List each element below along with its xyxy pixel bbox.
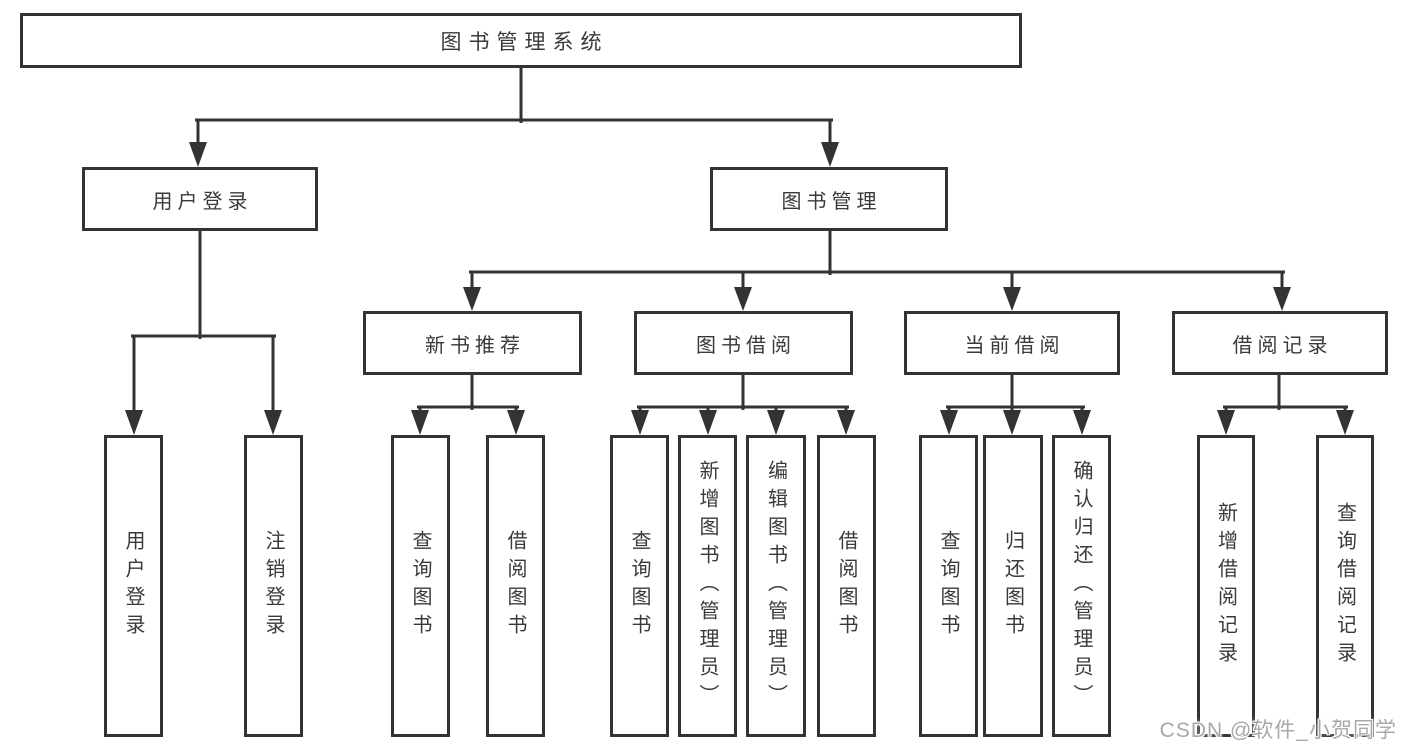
node-label: 查询图书 [628,530,650,642]
node-label: 查询图书 [409,530,431,642]
node-label: 新增借阅记录 [1214,502,1237,670]
node-label: 用户登录 [122,530,144,642]
leaf-logout: 注销登录 [244,435,303,737]
leaf-borrowing-query-books: 查询图书 [610,435,669,737]
node-label: 图书管理系统 [440,30,609,54]
node-new-book-recommend: 新书推荐 [363,311,582,375]
leaf-add-borrow-record: 新增借阅记录 [1197,435,1255,737]
node-label: 确认归还（管理员） [1070,460,1092,712]
leaf-recommend-borrow-books: 借阅图书 [486,435,545,737]
node-label: 新书推荐 [425,334,525,357]
leaf-return-books: 归还图书 [983,435,1043,737]
node-book-borrowing: 图书借阅 [634,311,853,375]
leaf-recommend-query-books: 查询图书 [391,435,450,737]
node-label: 当前借阅 [964,334,1065,357]
node-label: 查询图书 [937,530,959,642]
node-label: 借阅图书 [504,530,526,642]
leaf-current-query-books: 查询图书 [919,435,978,737]
node-label: 借阅记录 [1232,334,1333,357]
leaf-borrowing-borrow-books: 借阅图书 [817,435,876,737]
node-label: 归还图书 [1001,530,1024,642]
node-label: 用户登录 [152,190,253,213]
node-library-system: 图书管理系统 [20,13,1022,68]
leaf-add-books-admin: 新增图书（管理员） [678,435,737,737]
leaf-user-login: 用户登录 [104,435,163,737]
leaf-edit-books-admin: 编辑图书（管理员） [746,435,806,737]
node-label: 图书借阅 [696,334,796,357]
node-label: 图书管理 [781,190,882,213]
node-current-borrowing: 当前借阅 [904,311,1120,375]
csdn-watermark: CSDN @软件_小贺同学 [1159,719,1397,742]
node-label: 新增图书（管理员） [696,460,718,712]
node-label: 借阅图书 [835,530,857,642]
node-borrowing-records: 借阅记录 [1172,311,1388,375]
node-label: 编辑图书（管理员） [764,460,787,712]
node-label: 注销登录 [262,530,284,642]
node-book-management: 图书管理 [710,167,948,231]
node-label: 查询借阅记录 [1333,502,1356,670]
node-user-login: 用户登录 [82,167,318,231]
leaf-query-borrow-record: 查询借阅记录 [1316,435,1374,737]
leaf-confirm-return-admin: 确认归还（管理员） [1052,435,1111,737]
